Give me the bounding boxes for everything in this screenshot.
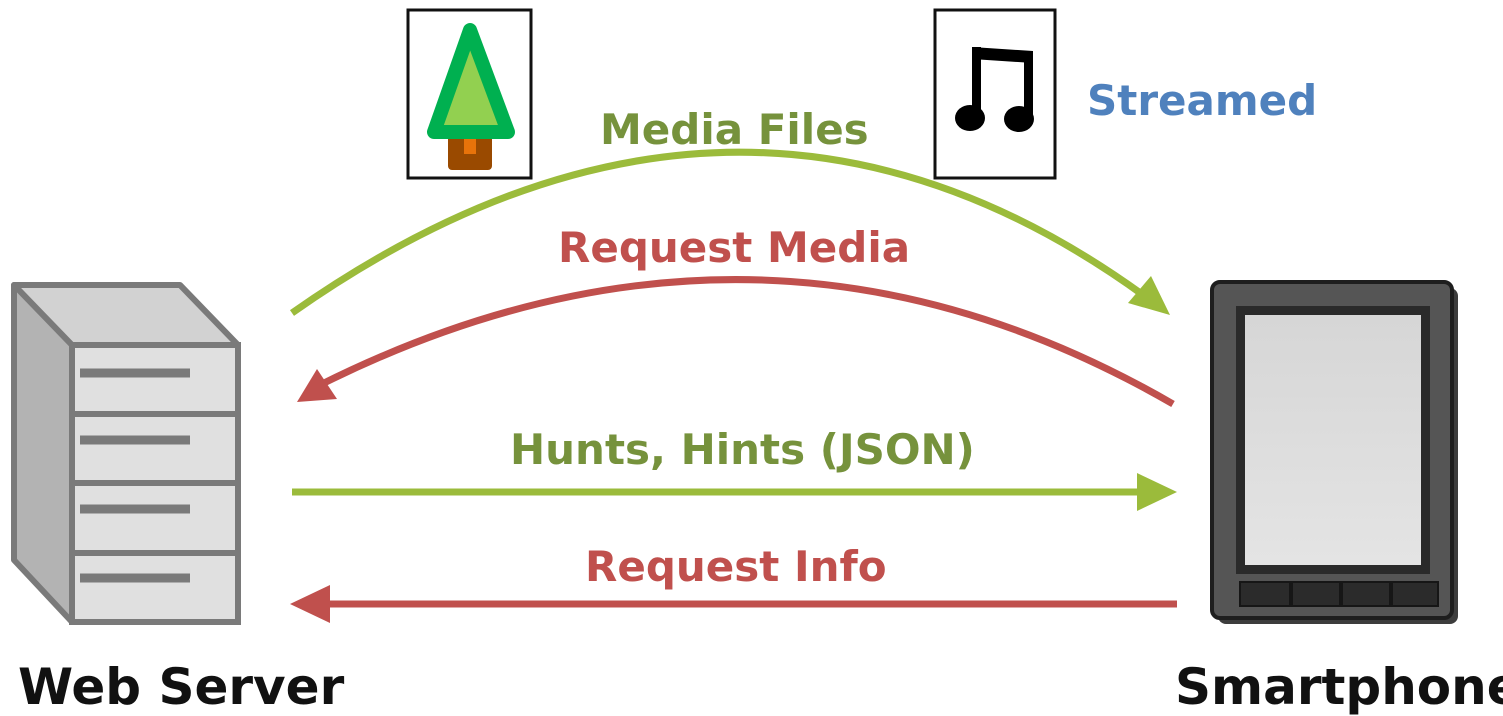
media-files-arrow (289, 148, 1170, 316)
music-note-icon (933, 8, 1057, 180)
media-files-label: Media Files (600, 105, 869, 154)
hunts-hints-label: Hunts, Hints (JSON) (510, 425, 975, 474)
request-media-label: Request Media (558, 223, 911, 272)
request-info-arrow (290, 585, 1177, 623)
hunts-hints-arrow (292, 473, 1177, 511)
smartphone-icon (1210, 280, 1458, 624)
smartphone-label: Smartphone (1175, 658, 1503, 716)
request-info-label: Request Info (585, 542, 887, 591)
web-server-label: Web Server (18, 658, 345, 716)
server-icon (11, 282, 241, 625)
streamed-label: Streamed (1087, 76, 1318, 125)
request-media-arrow (297, 276, 1175, 408)
tree-image-icon (406, 8, 533, 180)
